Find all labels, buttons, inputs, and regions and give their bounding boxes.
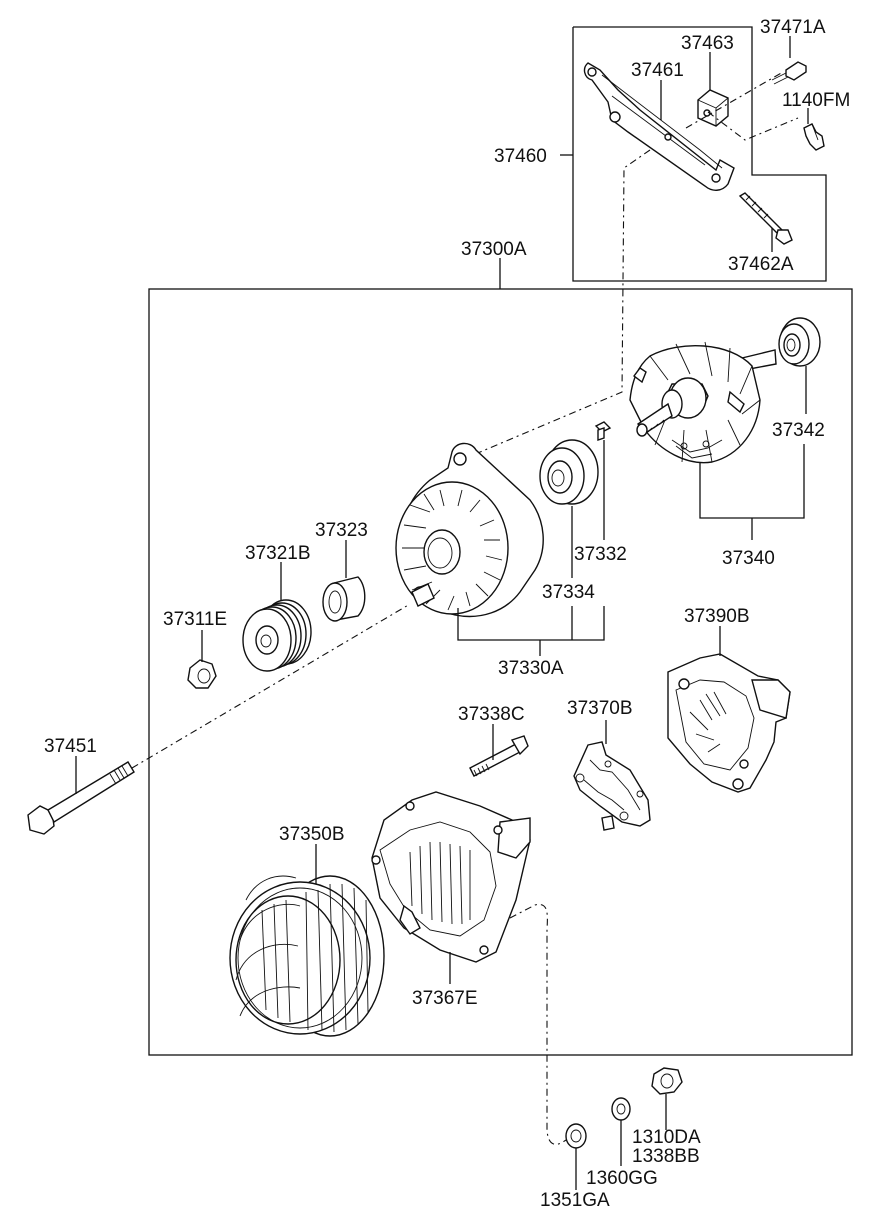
label-37460: 37460 (494, 146, 547, 167)
label-37330A: 37330A (498, 658, 564, 679)
nut-1310DA-icon (651, 1067, 683, 1095)
label-37367E: 37367E (412, 988, 478, 1009)
stator-icon (229, 875, 385, 1037)
front-housing-icon (395, 442, 544, 618)
bracket-dash-3 (465, 149, 651, 459)
label-37463: 37463 (681, 33, 734, 54)
hardware-dash (509, 903, 567, 1145)
bracket-dash-1 (685, 71, 784, 129)
label-1360GG: 1360GG (586, 1168, 658, 1189)
spacer-icon (322, 576, 366, 622)
bolt-37462A-icon (738, 192, 793, 245)
rear-housing-icon (371, 791, 531, 963)
bolt-icon (27, 761, 135, 835)
label-1338BB: 1338BB (632, 1146, 700, 1167)
bolt-37471A-icon (771, 61, 807, 85)
label-37350B: 37350B (279, 824, 345, 845)
label-37451: 37451 (44, 736, 97, 757)
bracket-group-frame (572, 26, 827, 282)
label-37462A: 37462A (728, 254, 794, 275)
bracket-dash-2 (707, 111, 799, 141)
label-37390B: 37390B (684, 606, 750, 627)
label-37461: 37461 (631, 60, 684, 81)
bolt-axis-dash (131, 603, 411, 769)
label-37340: 37340 (722, 548, 775, 569)
rotor-icon (629, 341, 777, 464)
label-37321B: 37321B (245, 543, 311, 564)
nut-1351GA-icon (565, 1123, 587, 1149)
pulley-icon (242, 599, 312, 672)
bolt-1140FM-icon (803, 123, 825, 151)
nut-icon (187, 659, 217, 689)
spacer-block-icon (697, 89, 729, 127)
bolt-37338C-icon (469, 735, 529, 777)
leader-lines (75, 36, 809, 1190)
label-37300A: 37300A (461, 239, 527, 260)
rear-cover-icon (667, 653, 791, 793)
label-37342: 37342 (772, 420, 825, 441)
label-37332: 37332 (574, 544, 627, 565)
label-1140FM: 1140FM (782, 90, 850, 111)
label-37334: 37334 (542, 582, 595, 603)
label-37338C: 37338C (458, 704, 525, 725)
brush-holder-icon (573, 741, 651, 831)
label-37311E: 37311E (163, 609, 227, 630)
label-37471A: 37471A (760, 17, 826, 38)
bearing-rear-icon (778, 317, 821, 367)
label-37323: 37323 (315, 520, 368, 541)
bracket-icon (583, 62, 735, 191)
label-37370B: 37370B (567, 698, 633, 719)
washer-1360GG-icon (611, 1097, 631, 1121)
screw-37332-icon (594, 421, 612, 441)
bearing-front-icon (539, 439, 599, 505)
label-1351GA: 1351GA (540, 1190, 610, 1211)
label-1310DA: 1310DA (632, 1127, 701, 1148)
